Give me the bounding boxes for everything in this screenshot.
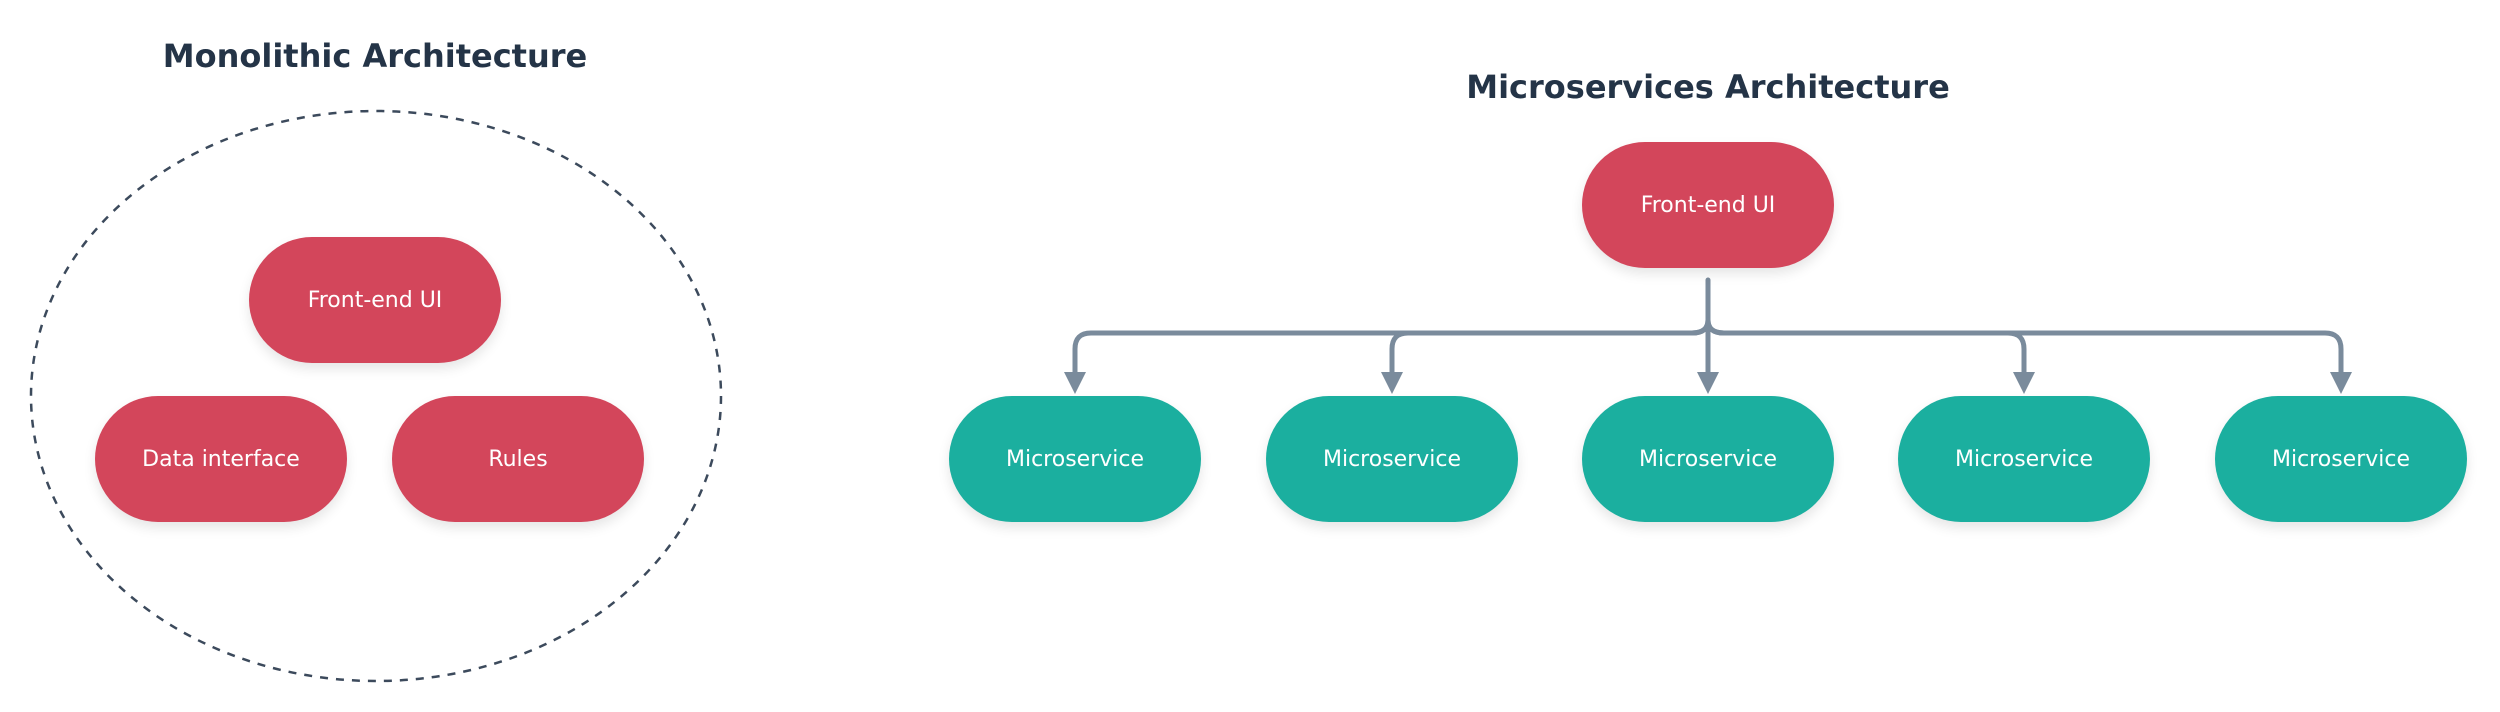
micro-frontend-node: Front-end UI [1582, 142, 1834, 268]
connector-to-service-5 [1705, 317, 2353, 395]
monolith-boundary [29, 109, 723, 683]
microservice-node-1: Microservice [949, 396, 1201, 522]
microservice-node-4: Microservice [1898, 396, 2150, 522]
microservice-node-3: Microservice [1582, 396, 1834, 522]
microservices-title: Microservices Architecture [1466, 68, 1950, 106]
mono-data-interface-node: Data interface [95, 396, 347, 522]
monolithic-title: Monolithic Architecture [162, 37, 588, 75]
connector-to-service-4 [1705, 317, 2036, 395]
connector-to-service-2 [1380, 317, 1711, 395]
mono-frontend-node: Front-end UI [249, 237, 501, 363]
mono-rules-node: Rules [392, 396, 644, 522]
microservice-node-2: Microservice [1266, 396, 1518, 522]
microservice-node-5: Microservice [2215, 396, 2467, 522]
